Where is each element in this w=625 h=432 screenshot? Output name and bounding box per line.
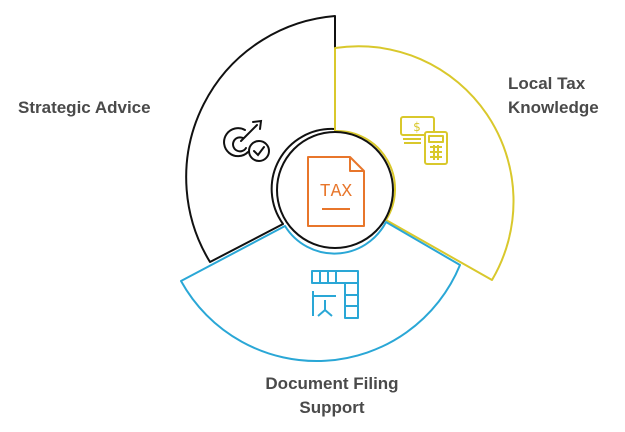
label-document-line-1: Document Filing <box>265 374 399 393</box>
segment-local-outline <box>334 45 515 281</box>
segment-document-outline <box>180 221 461 363</box>
label-strategic-line-1: Strategic Advice <box>18 98 151 117</box>
label-document-line-2: Support <box>299 398 365 417</box>
tax-text: TAX <box>320 182 353 202</box>
label-document-filing-support: Document Filing Support <box>232 372 432 420</box>
tax-document-icon <box>307 156 365 227</box>
target-check-icon <box>223 119 270 162</box>
svg-text:$: $ <box>413 120 421 134</box>
label-local-line-1: Local Tax <box>508 74 586 93</box>
label-local-line-2: Knowledge <box>508 98 599 117</box>
segment-strategic-outline <box>185 15 336 263</box>
label-strategic-advice: Strategic Advice <box>18 96 151 120</box>
money-calculator-icon: $ <box>400 116 448 165</box>
filing-cabinet-desk-icon <box>311 270 359 319</box>
label-local-tax-knowledge: Local Tax Knowledge <box>508 72 599 120</box>
